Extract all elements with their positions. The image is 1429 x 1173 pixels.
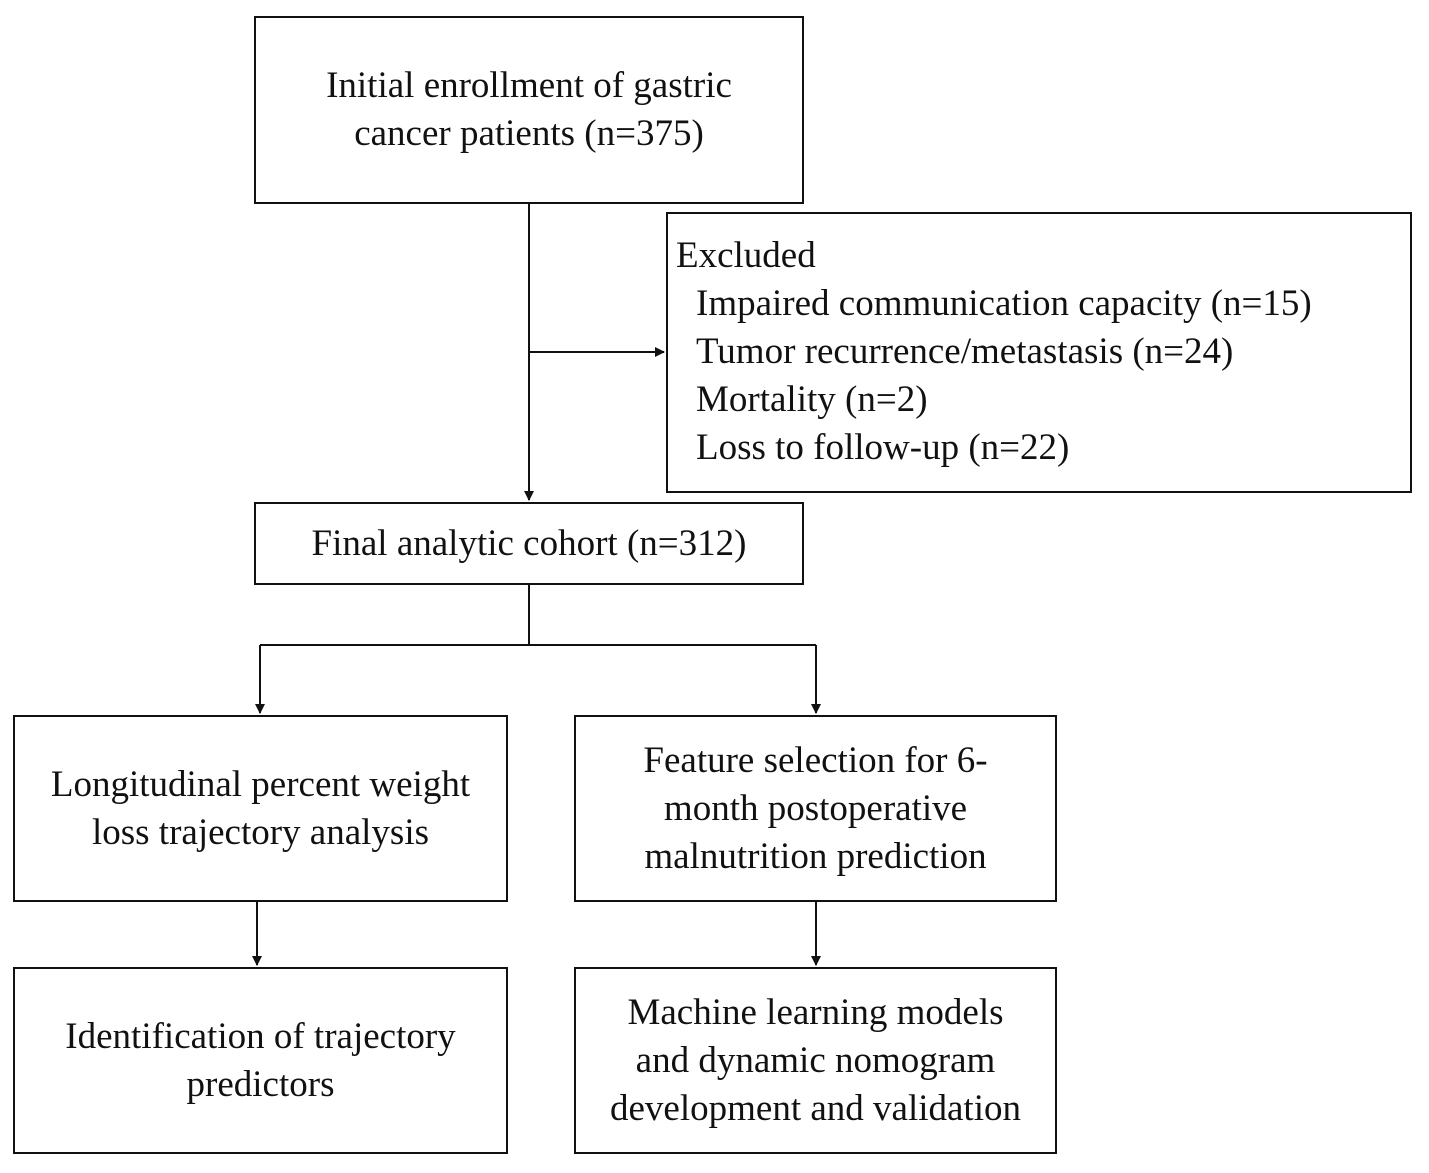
enrollment-text-line1: Initial enrollment of gastric — [326, 65, 732, 106]
ml-models-line3: development and validation — [610, 1087, 1021, 1129]
feature-selection-line1: Feature selection for 6- — [643, 739, 988, 781]
ml-models-line2: and dynamic nomogram — [635, 1039, 996, 1081]
excluded-item: Impaired communication capacity (n=15) — [696, 283, 1312, 324]
enrollment-box: Initial enrollment of gastric cancer pat… — [254, 16, 804, 204]
excluded-title: Excluded — [676, 235, 816, 276]
excluded-box: Excluded Impaired communication capacity… — [666, 212, 1412, 493]
feature-selection-line2: month postoperative — [663, 787, 968, 829]
trajectory-predictors-line1: Identification of trajectory — [65, 1015, 456, 1057]
trajectory-analysis-box: Longitudinal percent weight loss traject… — [13, 715, 508, 902]
excluded-item: Mortality (n=2) — [696, 379, 928, 420]
excluded-item: Tumor recurrence/metastasis (n=24) — [696, 331, 1234, 372]
ml-models-line1: Machine learning models — [627, 991, 1004, 1033]
feature-selection-line3: malnutrition prediction — [644, 835, 987, 877]
feature-selection-box: Feature selection for 6- month postopera… — [574, 715, 1057, 902]
trajectory-analysis-line1: Longitudinal percent weight — [50, 763, 471, 805]
enrollment-text-line2: cancer patients (n=375) — [354, 113, 704, 154]
trajectory-predictors-box: Identification of trajectory predictors — [13, 967, 508, 1154]
excluded-item: Loss to follow-up (n=22) — [696, 427, 1070, 468]
ml-models-box: Machine learning models and dynamic nomo… — [574, 967, 1057, 1154]
final-cohort-text: Final analytic cohort (n=312) — [311, 522, 747, 564]
trajectory-analysis-line2: loss trajectory analysis — [91, 811, 430, 853]
final-cohort-box: Final analytic cohort (n=312) — [254, 502, 804, 585]
trajectory-predictors-line2: predictors — [186, 1063, 335, 1105]
